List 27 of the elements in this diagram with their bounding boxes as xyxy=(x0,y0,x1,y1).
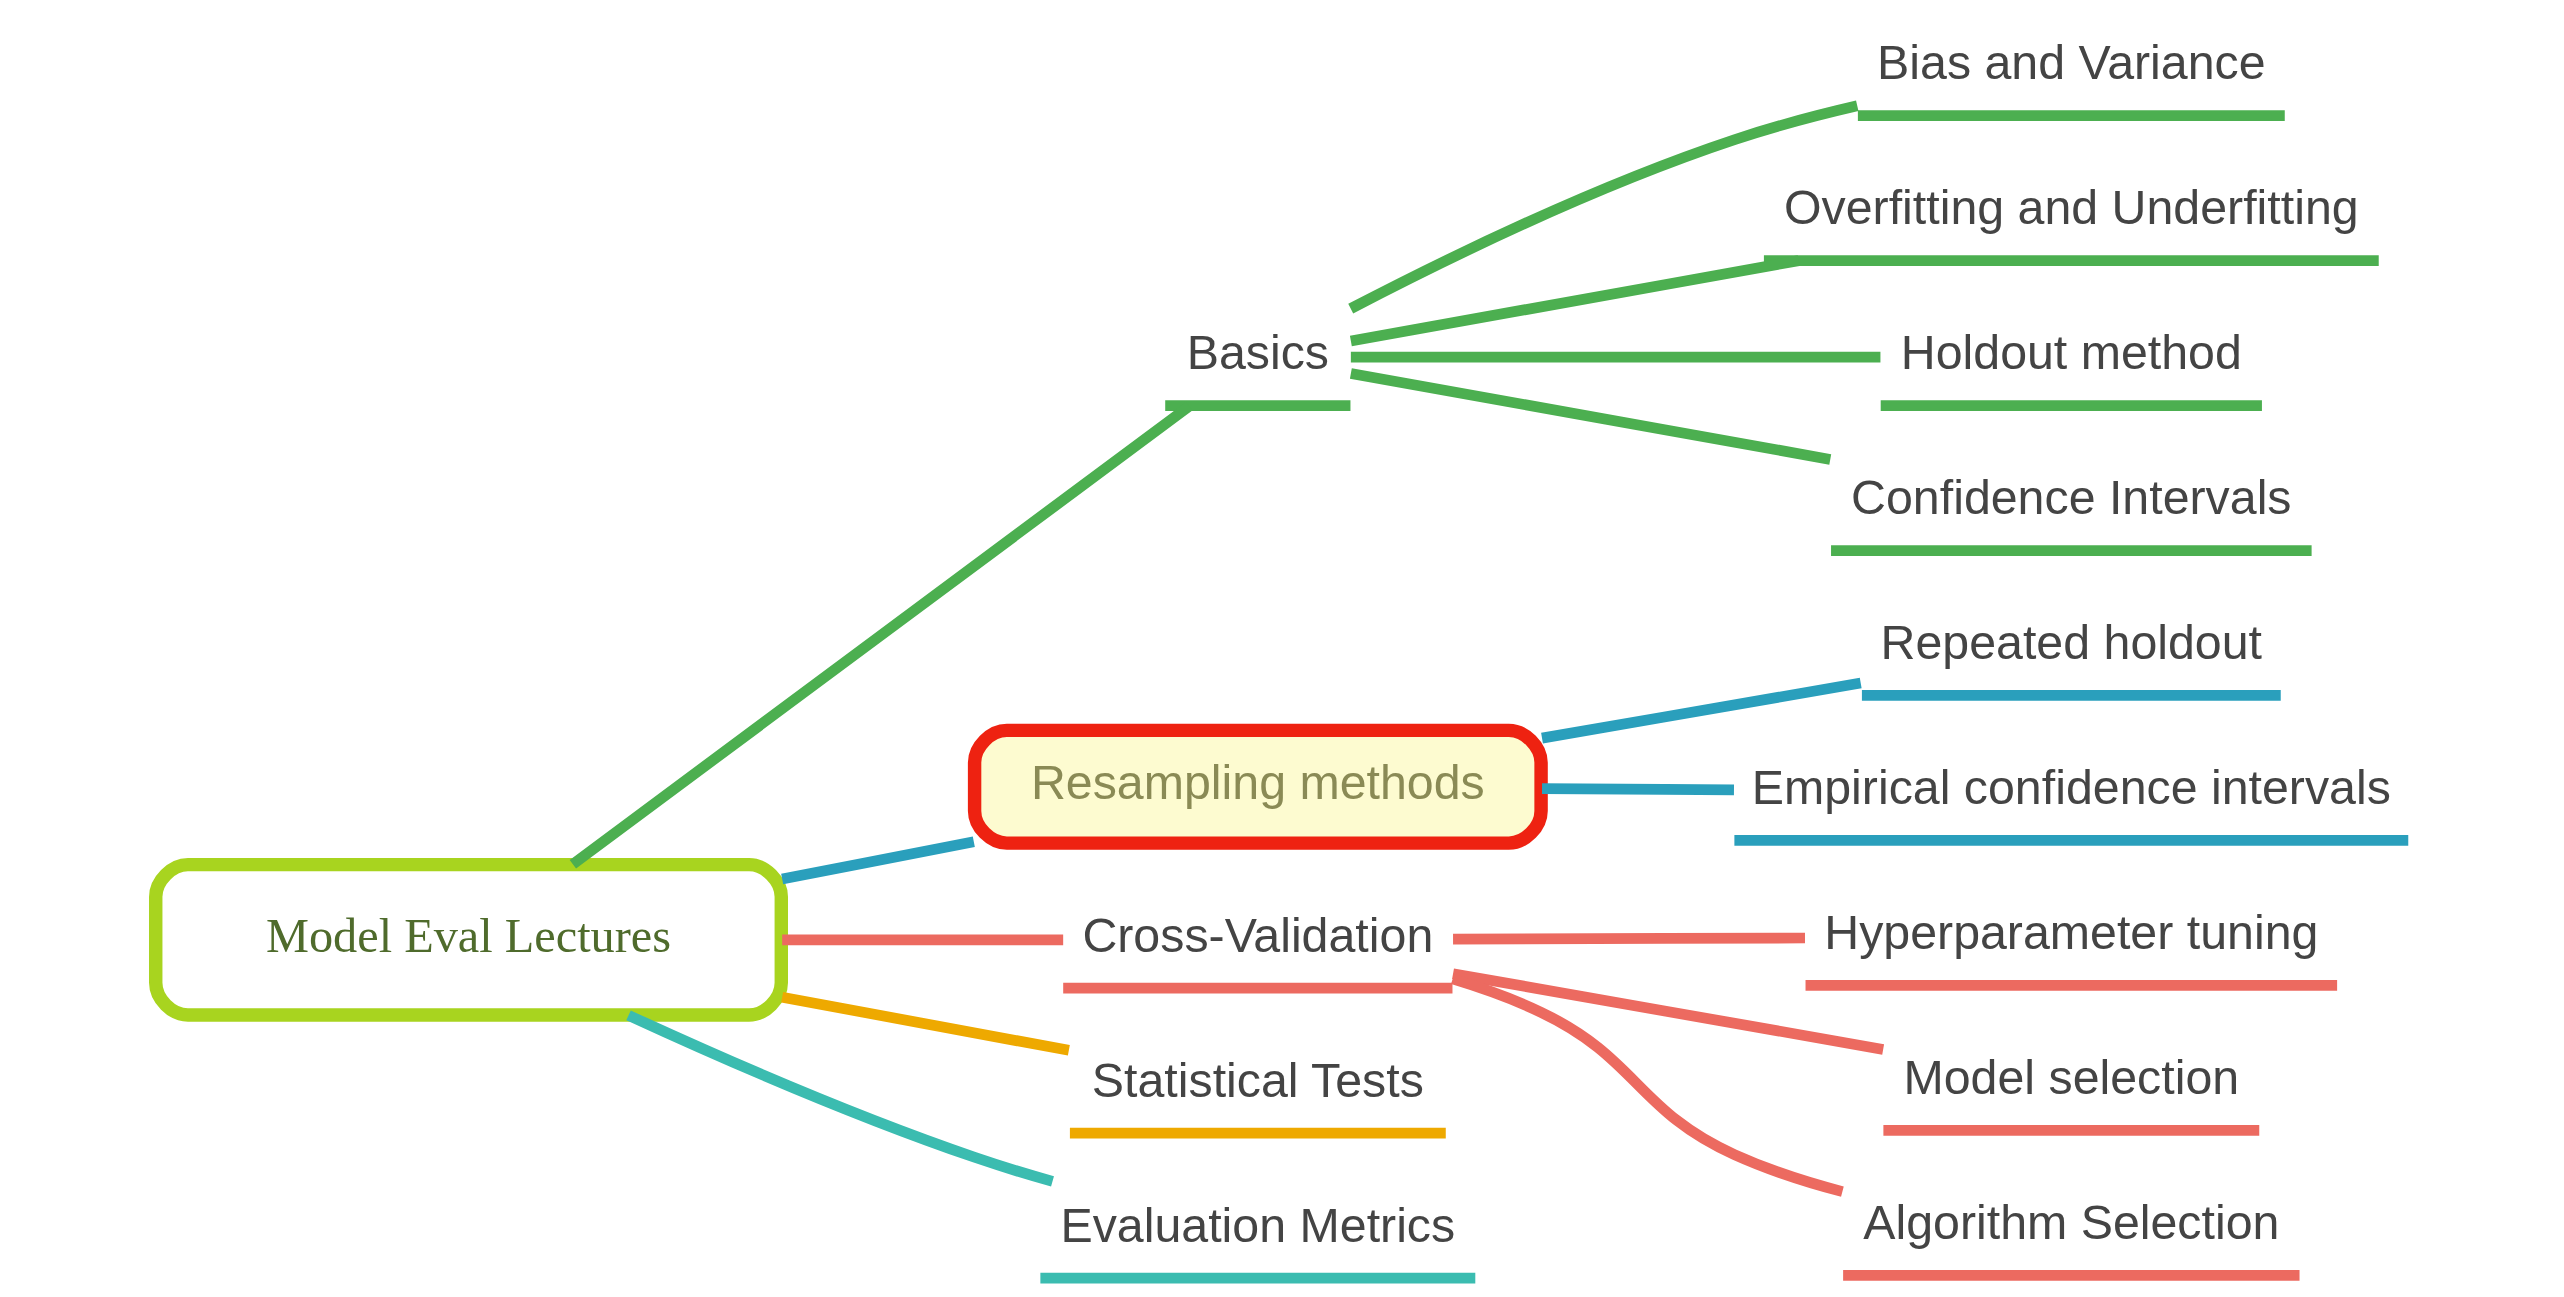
node-box: Model Eval Lectures xyxy=(149,857,788,1022)
node-text: Basics xyxy=(1186,325,1329,380)
connector xyxy=(782,934,1064,946)
connector xyxy=(1350,351,1881,363)
node-text: Statistical Tests xyxy=(1091,1052,1424,1107)
node-text: Evaluation Metrics xyxy=(1060,1197,1456,1252)
node-text: Confidence Intervals xyxy=(1851,469,2292,524)
connector xyxy=(1348,100,1859,314)
node-text: Cross-Validation xyxy=(1082,907,1434,962)
connector xyxy=(1541,677,1862,744)
connector xyxy=(626,1010,1054,1187)
connector xyxy=(1349,255,1800,347)
node-text: Hyperparameter tuning xyxy=(1824,904,2319,959)
node-text: Empirical confidence intervals xyxy=(1751,759,2391,814)
node-text: Holdout method xyxy=(1900,325,2242,380)
connector xyxy=(1452,968,1885,1055)
connector xyxy=(1453,932,1805,945)
connector xyxy=(781,836,975,885)
node-box: Resampling methods xyxy=(967,723,1548,850)
node-text: Overfitting and Underfitting xyxy=(1783,180,2359,235)
connector xyxy=(781,992,1070,1056)
connector xyxy=(1349,368,1832,465)
connector xyxy=(1542,783,1734,796)
node-text: Repeated holdout xyxy=(1880,614,2263,669)
node-text: Model selection xyxy=(1903,1049,2240,1104)
node-text: Algorithm Selection xyxy=(1863,1194,2280,1249)
node-text: Bias and Variance xyxy=(1877,35,2266,90)
